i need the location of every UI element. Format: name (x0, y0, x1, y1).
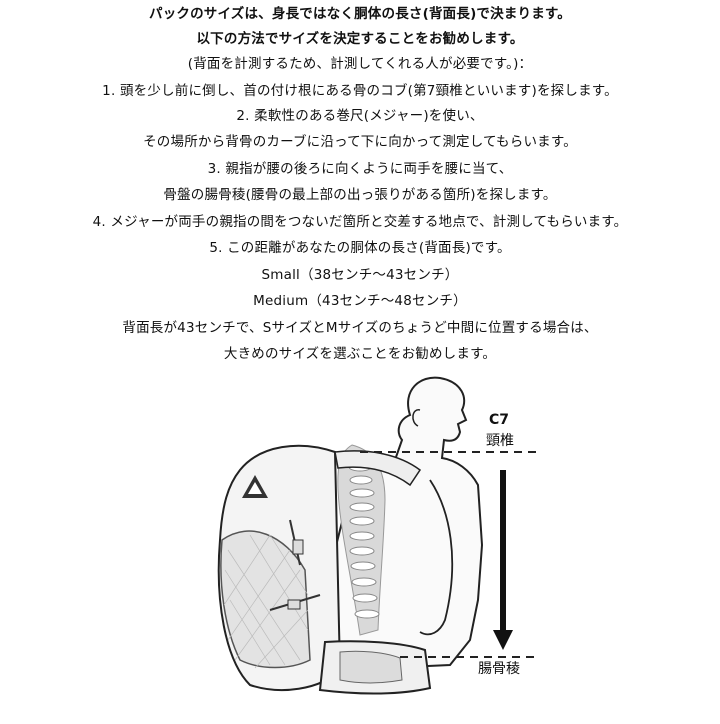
strap-buckle (292, 539, 304, 555)
person-ear (412, 409, 421, 427)
cervical-vertebra-label: 頸椎 (486, 433, 514, 449)
person-with-backpack-drawing (217, 376, 540, 695)
step-3-continued: 骨盤の腸骨稜(腰骨の最上部の出っ張りがある箇所)を探します。 (163, 187, 557, 203)
intro-note: (背面を計測するため、計測してくれる人が必要です。)： (187, 56, 533, 72)
recommendation-line-2: 大きめのサイズを選ぶことをお勧めします。 (223, 346, 497, 362)
c7-label: C7 (489, 412, 510, 428)
backpack-mesh-pocket (220, 530, 311, 669)
recommendation-line-1: 背面長が43センチで、SサイズとMサイズのちょうど中間に位置する場合は、 (122, 320, 598, 336)
step-4: 4. メジャーが両手の親指の間をつないだ箇所と交差する地点で、計測してもらいます… (92, 214, 628, 230)
iliac-crest-label: 腸骨稜 (478, 661, 520, 677)
measurement-arrow-head (493, 630, 513, 650)
intro-line-1: パックのサイズは、身長ではなく胴体の長さ(背面長)で決まります。 (149, 6, 571, 22)
torso-measurement-illustration: C7 頸椎 腸骨稜 (0, 370, 720, 720)
step-1: 1. 頭を少し前に倒し、首の付け根にある骨のコブ(第7頸椎といいます)を探します… (102, 83, 618, 99)
mesh-pattern (223, 534, 309, 669)
step-2: 2. 柔軟性のある巻尺(メジャー)を使い、 (236, 108, 484, 124)
size-medium: Medium（43センチ〜48センチ） (253, 293, 467, 309)
size-small: Small（38センチ〜43センチ） (261, 267, 459, 283)
step-3: 3. 親指が腰の後ろに向くように両手を腰に当て、 (207, 161, 513, 177)
step-2-continued: その場所から背骨のカーブに沿って下に向かって測定してもらいます。 (143, 134, 577, 150)
step-5: 5. この距離があなたの胴体の長さ(背面長)です。 (209, 240, 511, 256)
intro-line-2: 以下の方法でサイズを決定することをお勧めします。 (196, 31, 524, 47)
person-arm (419, 479, 454, 636)
